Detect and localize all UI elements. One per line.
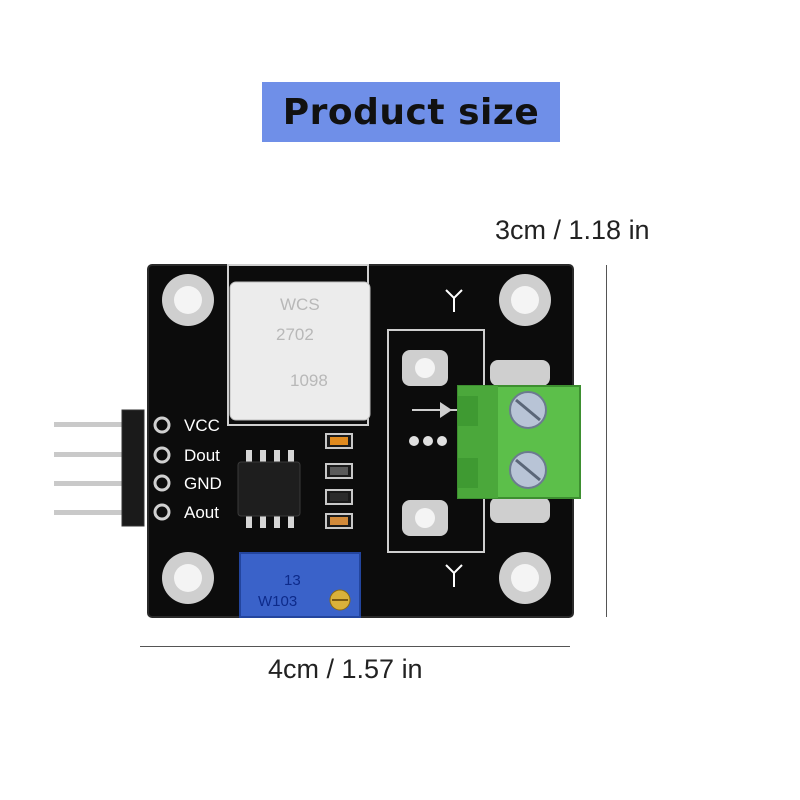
comparator-ic (237, 450, 301, 528)
sensor-marking-line3: 1098 (290, 371, 328, 390)
potentiometer: 13 W103 (239, 552, 361, 618)
mounting-holes (162, 274, 551, 604)
pin-label-vcc: VCC (184, 416, 220, 435)
title-text: Product size (282, 91, 540, 133)
width-dimension-line (140, 646, 570, 647)
pot-marking-line2: W103 (258, 593, 297, 610)
pin-header-housing (121, 409, 145, 527)
title-banner: Product size (262, 82, 560, 142)
pin-pads (153, 416, 171, 521)
sensor-marking-line1: WCS (280, 295, 320, 314)
pin-label-gnd: GND (184, 474, 222, 493)
pot-marking-line1: 13 (284, 572, 301, 589)
height-dimension-label: 3cm / 1.18 in (495, 215, 650, 245)
screw-terminal (457, 360, 581, 523)
sensor-marking-line2: 2702 (276, 325, 314, 344)
current-sensor-chip (229, 281, 371, 421)
smd-components (325, 433, 353, 529)
header-pins (54, 422, 134, 515)
pin-label-dout: Dout (184, 446, 220, 465)
height-dimension-line (606, 265, 607, 617)
pin-label-aout: Aout (184, 503, 219, 522)
width-dimension-label: 4cm / 1.57 in (268, 654, 423, 684)
